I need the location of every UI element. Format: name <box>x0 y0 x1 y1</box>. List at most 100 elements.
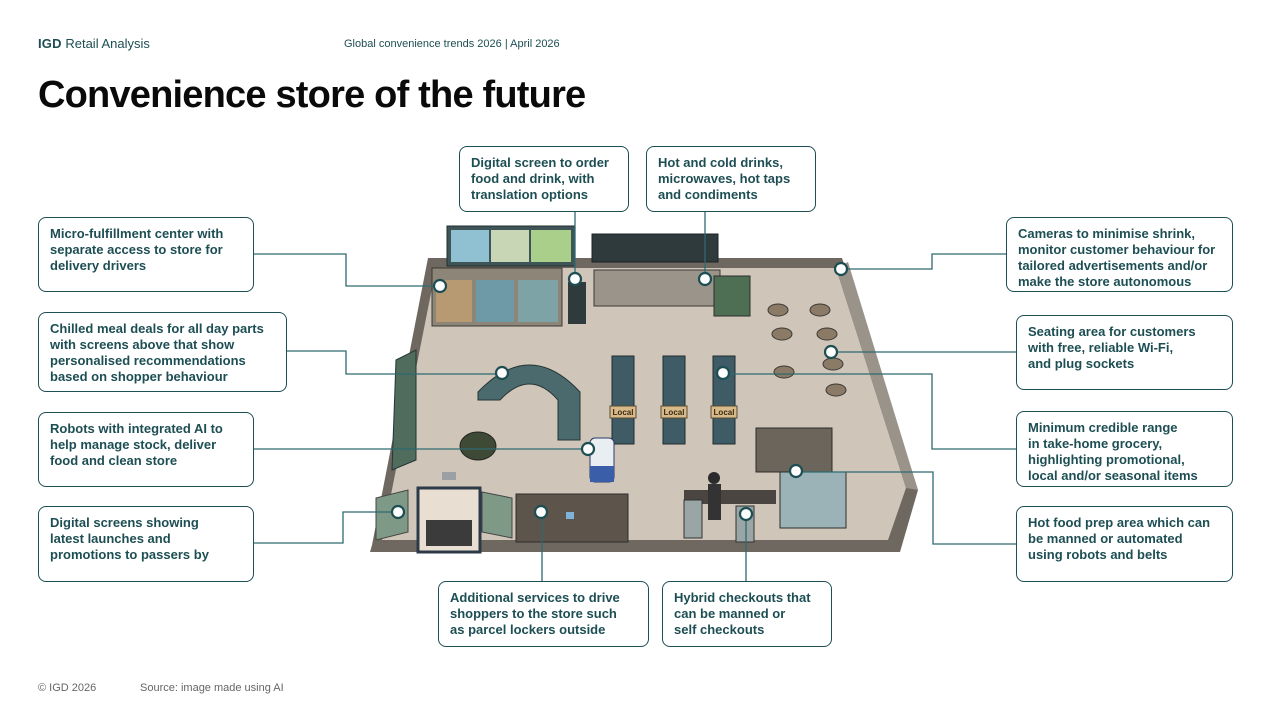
callout-text-line: based on shopper behaviour <box>50 369 228 384</box>
connector-line-digital-screens-passers <box>254 511 398 544</box>
callout-text-line: highlighting promotional, <box>1028 452 1185 467</box>
callout-text-line: Minimum credible range <box>1028 420 1178 435</box>
security-camera <box>442 472 456 480</box>
callout-text-line: shoppers to the store such <box>450 606 617 621</box>
page-title: Convenience store of the future <box>38 74 586 116</box>
callout-text-line: latest launches and <box>50 531 171 546</box>
chilled-meal-display <box>477 364 581 441</box>
callout-text-line: self checkouts <box>674 622 765 637</box>
callout-text-line: Digital screens showing <box>50 515 199 530</box>
callout-text-line: separate access to store for <box>50 242 223 257</box>
brand-bold: IGD <box>38 36 62 51</box>
aisles <box>611 355 736 445</box>
ordering-kiosk <box>568 282 586 324</box>
hotspot-credible-range[interactable] <box>715 365 731 381</box>
callout-text-line: Additional services to drive <box>450 590 620 605</box>
aisle-signs <box>609 405 738 419</box>
hotspot-hot-food-prep[interactable] <box>788 463 804 479</box>
hotspot-digital-screens-passers[interactable] <box>390 504 406 520</box>
produce-stack <box>459 431 497 461</box>
connector-line-cameras <box>841 253 1006 270</box>
callout-text-line: with screens above that show <box>50 337 235 352</box>
hotspot-micro-fulfillment[interactable] <box>432 278 448 294</box>
hotspot-drinks[interactable] <box>697 271 713 287</box>
callout-text-line: as parcel lockers outside <box>450 622 606 637</box>
callout-text-line: delivery drivers <box>50 258 147 273</box>
callout-text-line: Digital screen to order <box>471 155 609 170</box>
fridge <box>476 280 514 322</box>
callout-text-line: Hot food prep area which can <box>1028 515 1211 530</box>
callout-text-line: with free, reliable Wi-Fi, <box>1028 340 1174 355</box>
report-subtitle: Global convenience trends 2026 | April 2… <box>344 38 560 50</box>
aisle-label: Local <box>714 408 735 417</box>
callout-text-line: Chilled meal deals for all day parts <box>50 321 264 336</box>
locker-screen <box>566 512 574 519</box>
callout-text-line: monitor customer behaviour for <box>1018 242 1216 257</box>
callout-text-line: and plug sockets <box>1028 356 1135 371</box>
callout-text-line: food and drink, with <box>471 171 595 186</box>
callout-text-line: can be manned or <box>674 606 786 621</box>
callout-text-line: Robots with integrated AI to <box>50 421 223 436</box>
screen-panel <box>531 230 571 262</box>
callout-cameras: Cameras to minimise shrink,monitor custo… <box>1006 217 1233 292</box>
brand-rest: Retail Analysis <box>65 36 150 51</box>
screen-panel <box>451 230 489 262</box>
callout-drinks: Hot and cold drinks,microwaves, hot taps… <box>646 146 816 212</box>
callout-text-line: using robots and belts <box>1028 547 1168 562</box>
robot-base <box>590 466 614 482</box>
hotspot-cameras[interactable] <box>833 261 849 277</box>
cashier <box>708 472 720 484</box>
checkout-counter <box>684 490 776 504</box>
hot-food-counter <box>779 471 847 529</box>
callout-text-line: promotions to passers by <box>50 547 209 562</box>
digital-screen-right <box>481 491 513 539</box>
hotspot-chilled-meal-deals[interactable] <box>494 365 510 381</box>
door-mat <box>426 520 472 546</box>
aisle-label: Local <box>664 408 685 417</box>
callout-text-line: Hybrid checkouts that <box>674 590 811 605</box>
callout-text-line: translation options <box>471 187 588 202</box>
callout-text-line: personalised recommendations <box>50 353 246 368</box>
hotspot-hybrid-checkouts[interactable] <box>738 506 754 522</box>
callout-text-line: Hot and cold drinks, <box>658 155 783 170</box>
drinks-fridge <box>713 275 751 317</box>
menu-boards <box>591 233 719 263</box>
self-checkout <box>683 499 703 539</box>
hotspot-seating[interactable] <box>823 344 839 360</box>
callout-text-line: microwaves, hot taps <box>658 171 791 186</box>
hotspot-ordering-screen[interactable] <box>567 271 583 287</box>
callout-text-line: Micro-fulfillment center with <box>50 226 224 241</box>
connector-line-hot-food-prep <box>796 471 1016 545</box>
callout-text-line: be manned or automated <box>1028 531 1183 546</box>
callout-text-line: Cameras to minimise shrink, <box>1018 226 1196 241</box>
copyright: © IGD 2026 <box>38 682 97 694</box>
source-note: Source: image made using AI <box>140 682 284 694</box>
screen-panel <box>491 230 529 262</box>
callout-text-line: local and/or seasonal items <box>1028 468 1198 483</box>
callout-text-line: tailored advertisements and/or <box>1018 258 1208 273</box>
right-wall <box>836 262 918 490</box>
connector-line-chilled-meal-deals <box>287 350 502 375</box>
callout-text-line: and condiments <box>658 187 758 202</box>
hotspot-parcel-lockers[interactable] <box>533 504 549 520</box>
brand-logo: IGD Retail Analysis <box>38 36 150 51</box>
connector-line-micro-fulfillment <box>254 253 440 287</box>
fridge <box>518 280 558 322</box>
cashier-body <box>708 484 721 520</box>
callout-text-line: help manage stock, deliver <box>50 437 217 452</box>
callout-text-line: Seating area for customers <box>1028 324 1196 339</box>
hotspot-robots[interactable] <box>580 441 596 457</box>
left-wall-display <box>391 349 417 471</box>
